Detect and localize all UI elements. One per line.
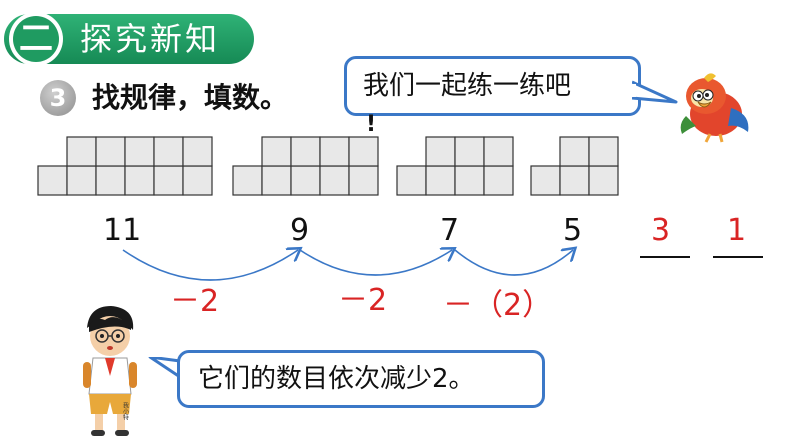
difference-label: －（2） (443, 288, 552, 324)
boy-icon: 我小特 (83, 306, 137, 436)
bracket-open: （ (473, 288, 503, 323)
boy-speech-text: 它们的数目依次减少2。 (198, 364, 475, 394)
block-cell (483, 136, 514, 167)
answer-number: 3 (651, 213, 671, 248)
block-cell (319, 165, 350, 196)
block-cell (319, 136, 350, 167)
minus-sign: － (443, 288, 473, 323)
block-cell (182, 165, 213, 196)
block-cell (290, 136, 321, 167)
block-cell (66, 136, 97, 167)
parrot-bubble-tail (632, 80, 678, 104)
sequence-number: 11 (103, 213, 142, 248)
bracket-close: ） (522, 288, 553, 323)
block-group (530, 136, 619, 196)
minus-sign: － (338, 283, 368, 318)
sequence-number: 7 (440, 213, 460, 248)
boy-shirt-text: 我小特 (122, 401, 129, 420)
answer-number: 1 (727, 213, 747, 248)
problem-instruction: 找规律，填数。 (92, 81, 289, 114)
block-group (232, 136, 379, 196)
arrow-7-to-5 (454, 250, 573, 276)
section-number: 二 (19, 19, 53, 59)
block-cell (290, 165, 321, 196)
block-groups (37, 136, 619, 196)
block-cell (348, 136, 379, 167)
sequence-number: 9 (290, 213, 310, 248)
parrot-speech-text: 我们一起练一练吧 (363, 71, 572, 101)
block-cell (588, 136, 619, 167)
difference-value: 2 (200, 284, 220, 319)
block-cell (95, 165, 126, 196)
parrot-speech-bubble: 我们一起练一练吧 (344, 56, 641, 116)
block-group (37, 136, 213, 196)
difference-label: －2 (338, 283, 387, 319)
difference-value: 2 (368, 283, 388, 318)
arrow-9-to-7 (299, 250, 452, 276)
section-title: 探究新知 (80, 20, 221, 58)
block-cell (37, 165, 68, 196)
sequence-number: 5 (563, 213, 583, 248)
boy-speech-bubble: 它们的数目依次减少2。 (177, 350, 545, 408)
difference-value: 2 (503, 288, 523, 323)
block-cell (588, 165, 619, 196)
minus-sign: － (170, 284, 200, 319)
block-cell (124, 165, 155, 196)
parrot-icon (680, 73, 749, 143)
block-cell (153, 136, 184, 167)
arrow-11-to-9 (122, 250, 298, 281)
block-cell (232, 165, 263, 196)
block-group (396, 136, 514, 196)
block-cell (124, 136, 155, 167)
problem-number-badge: 3 (40, 80, 76, 116)
header-banner-shape (4, 12, 254, 66)
block-cell (261, 165, 292, 196)
cursor-mark: ! (366, 112, 377, 137)
answer-blank-line (713, 256, 763, 258)
section-header: 二 探究新知 (0, 12, 255, 66)
block-cell (182, 136, 213, 167)
block-cell (483, 165, 514, 196)
difference-label: －2 (170, 284, 219, 320)
answer-blank-line (640, 256, 690, 258)
block-cell (425, 136, 456, 167)
